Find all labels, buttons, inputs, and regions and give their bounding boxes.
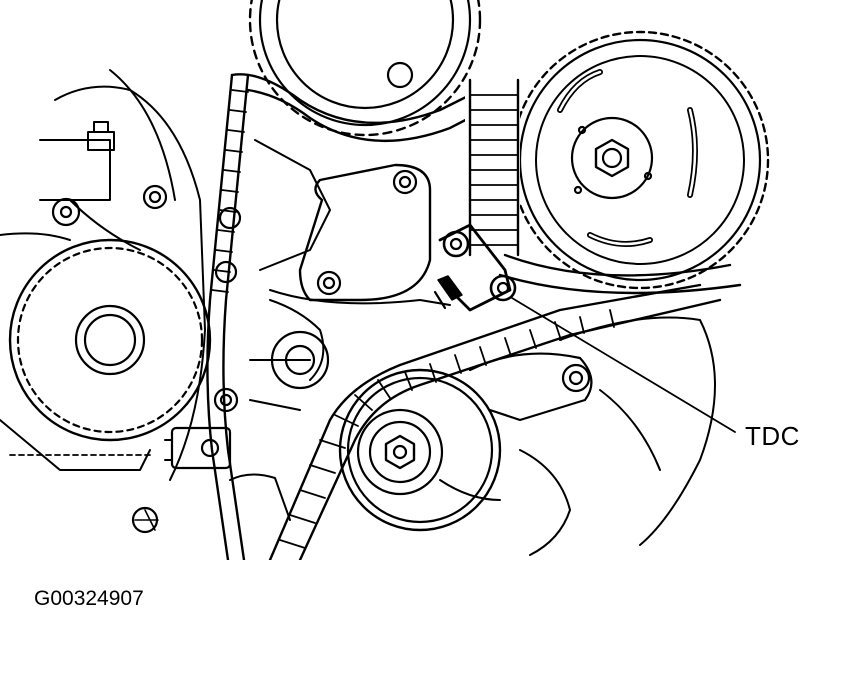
engine-housing [0,69,716,556]
housing-bolt [51,121,168,227]
tdc-callout-label: TDC [745,421,800,451]
lower-bracket [164,426,232,470]
tensioner-pulley [338,368,502,532]
tdc-timing-mark [433,223,517,312]
timing-belt [206,73,742,560]
belt-guide-bolts [131,206,242,534]
tensioner-arm [270,330,593,422]
figure-id: G00324907 [34,587,144,610]
camshaft-sprocket [510,30,770,290]
timing-cover-plate [269,163,451,306]
intermediate-gear [248,0,482,137]
tdc-leader-line [511,297,736,433]
water-pump-pulley [0,238,212,471]
